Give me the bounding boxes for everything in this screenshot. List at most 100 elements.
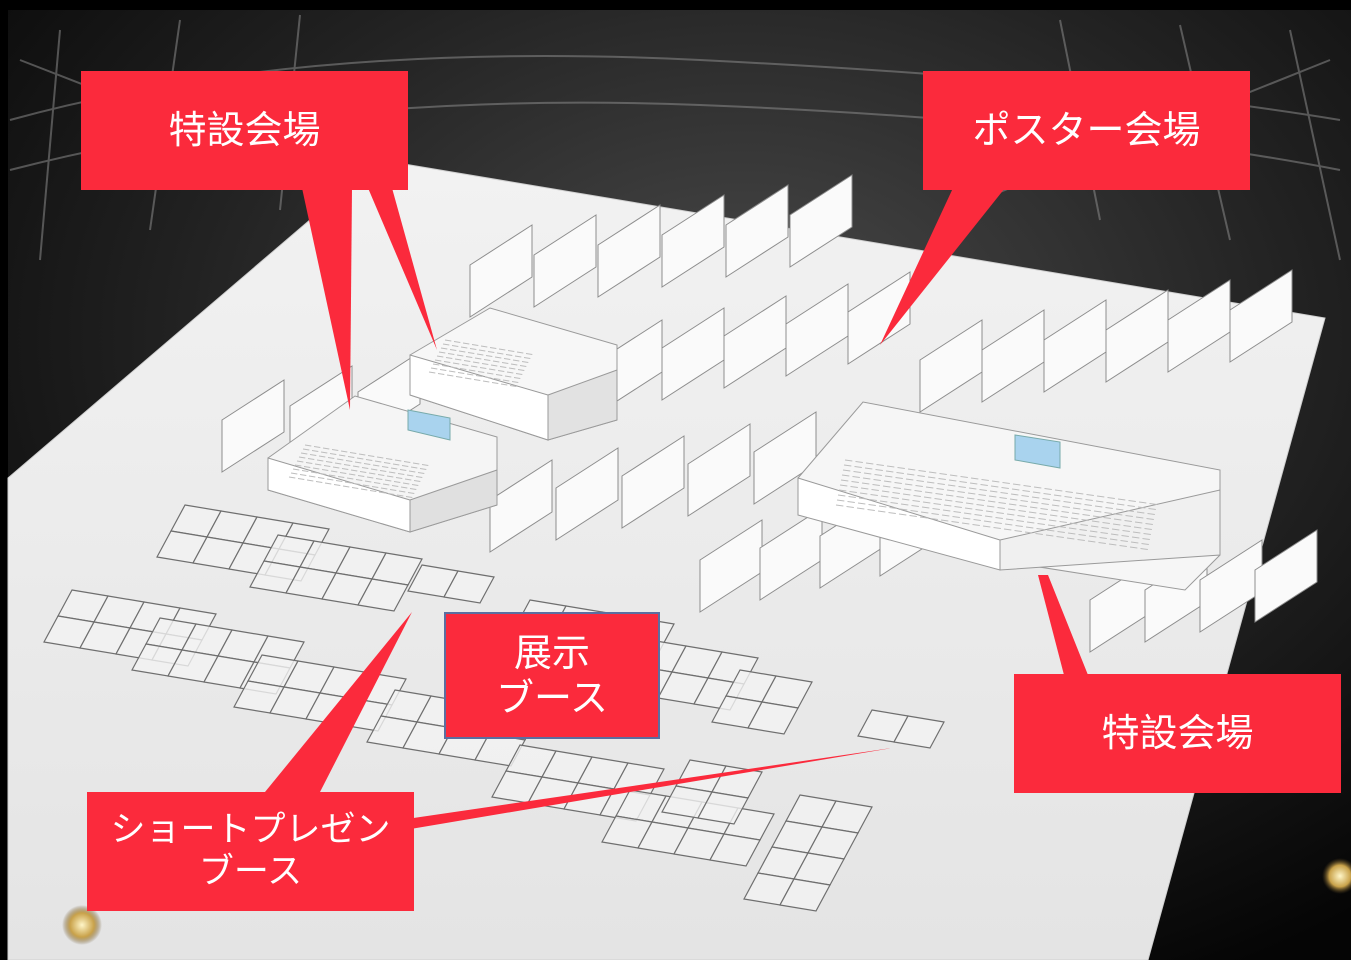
seat-row: [313, 446, 321, 448]
special-venue-left: [267, 395, 498, 533]
seat-row: [346, 477, 354, 480]
seat-row: [864, 467, 873, 470]
seat-row: [969, 482, 978, 485]
seat-row: [459, 368, 467, 370]
seat-row: [452, 362, 460, 365]
seat-row: [406, 474, 414, 477]
seat-row: [976, 504, 984, 506]
seat-row: [502, 379, 510, 382]
special-venue-right: [797, 401, 1221, 591]
seat-row: [914, 490, 922, 492]
seat-row: [1100, 532, 1108, 534]
seat-row: [946, 489, 955, 492]
seat-row: [836, 499, 845, 502]
seat-row: [323, 465, 331, 467]
seat-row: [360, 488, 368, 491]
seat-row: [364, 480, 372, 483]
seat-row: [290, 472, 298, 475]
seat-row: [841, 474, 850, 477]
seat-row: [1143, 533, 1151, 535]
seat-row: [1133, 526, 1142, 529]
seat-row: [491, 382, 499, 384]
seat-row: [885, 470, 894, 473]
seat-row: [1108, 543, 1117, 546]
seat-row: [296, 460, 304, 463]
special-venue-back: [409, 307, 618, 441]
seat-row: [351, 487, 359, 489]
seat-row: [953, 511, 961, 513]
seat-row: [417, 472, 425, 474]
seat-row: [1004, 523, 1013, 526]
seat-row: [1005, 518, 1014, 521]
seat-row: [445, 357, 453, 359]
seat-row: [947, 484, 956, 487]
seat-row: [989, 490, 998, 493]
seat-row: [1102, 522, 1110, 524]
seat-row: [475, 375, 483, 377]
seat-row: [918, 470, 926, 472]
seat-row: [485, 355, 493, 357]
seat-row: [965, 502, 974, 505]
seat-row: [321, 469, 329, 471]
seat-row: [384, 479, 392, 482]
seat-row: [930, 518, 938, 520]
seat-row: [1141, 543, 1149, 545]
poster-panel: [469, 224, 533, 318]
seat-row: [349, 452, 357, 454]
seat-row: [1062, 506, 1070, 508]
seat-row: [978, 494, 986, 496]
seat-row: [1101, 527, 1109, 529]
callout-text: 特設会場: [168, 108, 321, 153]
lens-flare: [1322, 858, 1351, 894]
seat-row: [1125, 515, 1133, 517]
seat-row: [1042, 498, 1050, 500]
seat-row: [382, 483, 390, 486]
seat-row: [1089, 530, 1098, 533]
top-bar: [0, 0, 1351, 10]
seat-row: [1033, 486, 1042, 489]
seat-row: [957, 491, 965, 493]
seat-row: [1128, 500, 1136, 502]
seat-row: [1131, 536, 1140, 539]
seat-row: [949, 474, 958, 477]
seat-row: [367, 455, 375, 457]
seat-row: [1067, 532, 1076, 535]
seat-row: [857, 502, 866, 505]
seat-row: [383, 462, 391, 464]
seat-row: [461, 364, 469, 366]
seat-row: [1007, 508, 1016, 511]
seat-row: [883, 480, 892, 483]
seat-row: [361, 467, 369, 469]
seat-row: [942, 509, 951, 512]
seat-row: [920, 511, 929, 514]
seat-row: [500, 383, 508, 386]
seat-row: [503, 358, 511, 360]
seat-row: [1015, 525, 1023, 527]
seat-row: [1032, 491, 1041, 494]
seat-row: [899, 508, 908, 511]
seat-row: [1038, 518, 1046, 520]
seat-row: [474, 357, 482, 360]
seat-row: [956, 496, 964, 498]
seat-row: [1022, 490, 1030, 492]
seat-row: [1070, 517, 1079, 520]
seat-row: [872, 484, 880, 486]
seat-row: [1021, 495, 1029, 497]
seat-row: [1006, 513, 1015, 516]
seat-row: [300, 452, 308, 455]
seat-row: [448, 370, 456, 373]
seat-row: [852, 476, 860, 478]
seat-row: [387, 493, 395, 495]
poster-panel: [661, 194, 725, 288]
seat-row: [889, 507, 897, 509]
seat-row: [312, 467, 320, 470]
seat-row: [335, 480, 343, 482]
seat-row: [316, 459, 324, 462]
seat-row: [358, 453, 366, 456]
seat-row: [928, 471, 937, 474]
poster-panel: [789, 174, 853, 268]
seat-row: [495, 374, 503, 376]
seat-row: [390, 467, 398, 470]
seat-row: [861, 482, 870, 485]
